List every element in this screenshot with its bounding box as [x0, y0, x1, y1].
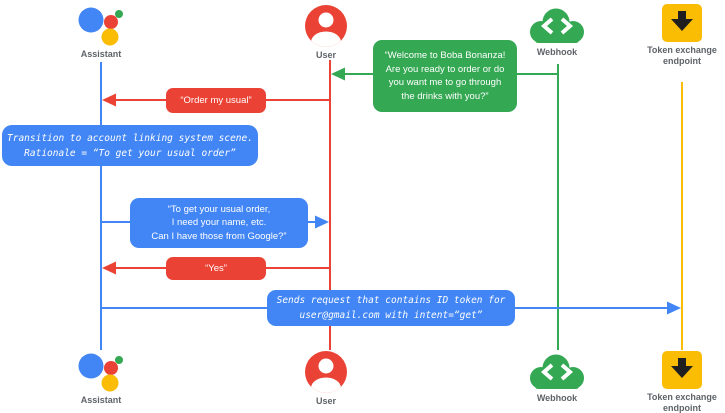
google-assistant-icon [78, 353, 123, 392]
assistant-label: Assistant [80, 395, 122, 405]
message-ask-permission: “To get your usual order, I need your na… [130, 198, 308, 248]
token-endpoint-label: Token exchange endpoint [647, 392, 717, 413]
user-icon [305, 5, 347, 47]
yes-arrowhead-icon [102, 261, 116, 275]
actor-assistant-top: Assistant [61, 5, 141, 60]
webhook-cloud-icon [530, 354, 584, 389]
actor-webhook-top: Webhook [517, 7, 597, 58]
user-icon [305, 351, 347, 393]
token-exchange-icon [662, 351, 702, 389]
actor-user-top: User [286, 4, 366, 61]
message-transition-note: Transition to account linking system sce… [2, 125, 258, 166]
user-label: User [315, 396, 336, 406]
assistant-label: Assistant [80, 49, 122, 59]
google-assistant-icon [78, 7, 123, 46]
message-send-request: Sends request that contains ID token for… [267, 290, 515, 326]
message-order-usual: “Order my usual” [166, 88, 266, 113]
actor-user-bottom: User [286, 350, 366, 407]
token-endpoint-label: Token exchange endpoint [647, 45, 717, 66]
actor-webhook-bottom: Webhook [517, 353, 597, 404]
webhook-label: Webhook [536, 47, 578, 57]
webhook-label: Webhook [536, 393, 578, 403]
token-exchange-icon [662, 4, 702, 42]
message-welcome: “Welcome to Boba Bonanza! Are you ready … [373, 40, 517, 112]
actor-assistant-bottom: Assistant [61, 351, 141, 406]
welcome-arrowhead-icon [331, 67, 345, 81]
user-label: User [315, 50, 336, 60]
order-usual-arrowhead-icon [102, 93, 116, 107]
message-yes: “Yes” [166, 257, 266, 280]
send-request-arrowhead-icon [667, 301, 681, 315]
webhook-cloud-icon [530, 8, 584, 43]
actor-token-endpoint-top: Token exchange endpoint [642, 3, 722, 67]
actor-token-endpoint-bottom: Token exchange endpoint [642, 350, 722, 413]
ask-permission-arrowhead-icon [315, 215, 329, 229]
